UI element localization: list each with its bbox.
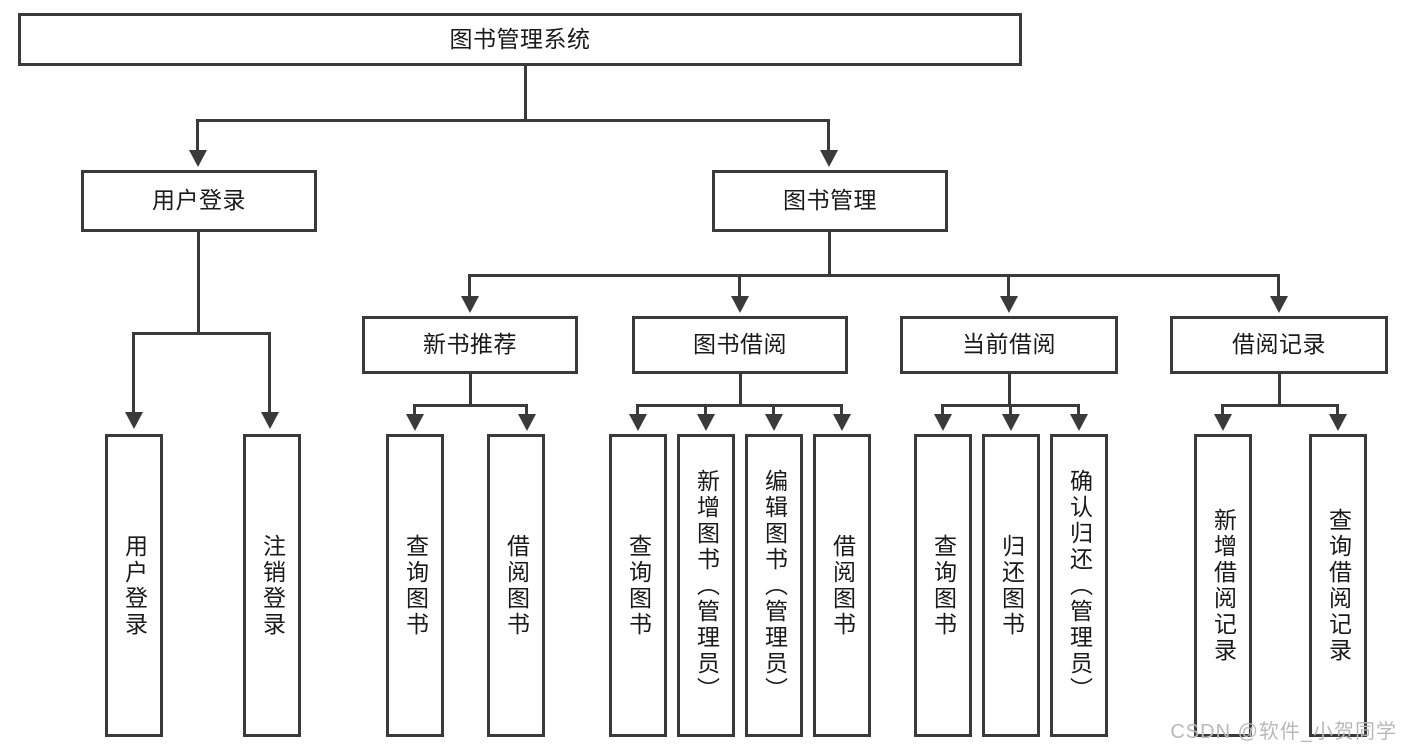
node-leaf-edit-book-label: 编辑图书（管理员） bbox=[761, 468, 788, 703]
connector-book-management-bus bbox=[468, 274, 1280, 277]
connector-user-login-stem bbox=[197, 232, 200, 332]
node-leaf-return-book[interactable]: 归还图书 bbox=[982, 434, 1040, 737]
connector-bb-bus bbox=[636, 404, 843, 407]
arrow-nbr-to-leaf-2 bbox=[518, 414, 536, 431]
connector-root-stem bbox=[524, 66, 527, 119]
node-leaf-add-book-label: 新增图书（管理员） bbox=[693, 468, 720, 703]
node-borrow-record[interactable]: 借阅记录 bbox=[1170, 316, 1388, 374]
node-borrow-record-label: 借阅记录 bbox=[1232, 331, 1326, 358]
arrow-bm-to-new-book-recommend bbox=[461, 296, 479, 313]
connector-nbr-stem bbox=[469, 374, 472, 404]
connector-root-to-user-login bbox=[196, 119, 199, 152]
arrow-bb-to-leaf-3 bbox=[765, 414, 783, 431]
node-leaf-edit-book[interactable]: 编辑图书（管理员） bbox=[745, 434, 803, 737]
connector-root-bus bbox=[196, 119, 830, 122]
connector-bb-to-leaf-2 bbox=[704, 404, 707, 416]
node-user-login-label: 用户登录 bbox=[152, 187, 246, 214]
arrow-cb-to-leaf-1 bbox=[934, 414, 952, 431]
node-leaf-query-book-2[interactable]: 查询图书 bbox=[609, 434, 667, 737]
node-leaf-logout-login[interactable]: 注销登录 bbox=[243, 434, 301, 737]
connector-br-to-leaf-2 bbox=[1336, 404, 1339, 416]
connector-bb-to-leaf-4 bbox=[840, 404, 843, 416]
node-leaf-borrow-book-1[interactable]: 借阅图书 bbox=[487, 434, 545, 737]
node-leaf-user-login-label: 用户登录 bbox=[121, 533, 148, 638]
arrow-cb-to-leaf-2 bbox=[1002, 414, 1020, 431]
node-leaf-query-book-3-label: 查询图书 bbox=[930, 533, 957, 638]
connector-cb-to-leaf-3 bbox=[1077, 404, 1080, 416]
node-new-book-recommend-label: 新书推荐 bbox=[423, 331, 517, 358]
node-leaf-query-record-label: 查询借阅记录 bbox=[1325, 507, 1352, 664]
connector-nbr-to-leaf-2 bbox=[525, 404, 528, 416]
node-current-borrow[interactable]: 当前借阅 bbox=[900, 316, 1118, 374]
arrow-cb-to-leaf-3 bbox=[1070, 414, 1088, 431]
arrow-user-login-to-leaf-2 bbox=[261, 412, 279, 429]
connector-cb-stem bbox=[1008, 374, 1011, 404]
connector-br-to-leaf-1 bbox=[1221, 404, 1224, 416]
node-book-management[interactable]: 图书管理 bbox=[712, 170, 948, 232]
connector-bb-stem bbox=[739, 374, 742, 404]
arrow-user-login-to-leaf-1 bbox=[125, 412, 143, 429]
arrow-root-to-user-login bbox=[189, 150, 207, 167]
node-book-borrow-label: 图书借阅 bbox=[693, 331, 787, 358]
node-leaf-user-login[interactable]: 用户登录 bbox=[105, 434, 163, 737]
connector-user-login-to-leaf-1 bbox=[132, 332, 135, 414]
arrow-bb-to-leaf-1 bbox=[629, 414, 647, 431]
arrow-br-to-leaf-2 bbox=[1329, 414, 1347, 431]
node-leaf-borrow-book-2[interactable]: 借阅图书 bbox=[813, 434, 871, 737]
arrow-bb-to-leaf-4 bbox=[833, 414, 851, 431]
node-leaf-confirm-return[interactable]: 确认归还（管理员） bbox=[1050, 434, 1108, 737]
node-leaf-logout-login-label: 注销登录 bbox=[259, 533, 286, 638]
node-current-borrow-label: 当前借阅 bbox=[962, 331, 1056, 358]
arrow-bb-to-leaf-2 bbox=[697, 414, 715, 431]
arrow-root-to-book-management bbox=[820, 150, 838, 167]
connector-bm-to-current-borrow bbox=[1007, 274, 1010, 298]
connector-bm-to-book-borrow bbox=[738, 274, 741, 298]
connector-root-to-book-management bbox=[827, 119, 830, 152]
connector-cb-to-leaf-2 bbox=[1009, 404, 1012, 416]
connector-br-stem bbox=[1278, 374, 1281, 404]
node-book-borrow[interactable]: 图书借阅 bbox=[632, 316, 848, 374]
node-root-label: 图书管理系统 bbox=[449, 25, 591, 52]
connector-br-bus bbox=[1221, 404, 1339, 407]
node-user-login[interactable]: 用户登录 bbox=[81, 170, 317, 232]
node-leaf-borrow-book-2-label: 借阅图书 bbox=[829, 533, 856, 638]
node-leaf-add-book[interactable]: 新增图书（管理员） bbox=[677, 434, 735, 737]
arrow-bm-to-current-borrow bbox=[1000, 296, 1018, 313]
connector-book-management-stem bbox=[828, 232, 831, 274]
node-leaf-return-book-label: 归还图书 bbox=[998, 533, 1025, 638]
connector-nbr-to-leaf-1 bbox=[413, 404, 416, 416]
connector-cb-to-leaf-1 bbox=[941, 404, 944, 416]
connector-nbr-bus bbox=[413, 404, 528, 407]
arrow-nbr-to-leaf-1 bbox=[406, 414, 424, 431]
node-leaf-query-record[interactable]: 查询借阅记录 bbox=[1309, 434, 1367, 737]
arrow-br-to-leaf-1 bbox=[1214, 414, 1232, 431]
node-leaf-add-record[interactable]: 新增借阅记录 bbox=[1194, 434, 1252, 737]
connector-bb-to-leaf-1 bbox=[636, 404, 639, 416]
node-leaf-query-book-2-label: 查询图书 bbox=[625, 533, 652, 638]
connector-bb-to-leaf-3 bbox=[772, 404, 775, 416]
connector-user-login-bus bbox=[132, 332, 270, 335]
node-leaf-query-book-1-label: 查询图书 bbox=[402, 533, 429, 638]
arrow-bm-to-borrow-record bbox=[1270, 296, 1288, 313]
node-leaf-borrow-book-1-label: 借阅图书 bbox=[503, 533, 530, 638]
connector-bm-to-new-book-recommend bbox=[468, 274, 471, 298]
node-book-management-label: 图书管理 bbox=[783, 187, 877, 214]
arrow-bm-to-book-borrow bbox=[731, 296, 749, 313]
connector-bm-to-borrow-record bbox=[1277, 274, 1280, 298]
connector-user-login-to-leaf-2 bbox=[268, 332, 271, 414]
node-root[interactable]: 图书管理系统 bbox=[18, 13, 1022, 66]
node-leaf-query-book-1[interactable]: 查询图书 bbox=[386, 434, 444, 737]
node-leaf-add-record-label: 新增借阅记录 bbox=[1210, 507, 1237, 664]
node-leaf-confirm-return-label: 确认归还（管理员） bbox=[1066, 468, 1093, 703]
node-leaf-query-book-3[interactable]: 查询图书 bbox=[914, 434, 972, 737]
node-new-book-recommend[interactable]: 新书推荐 bbox=[362, 316, 578, 374]
